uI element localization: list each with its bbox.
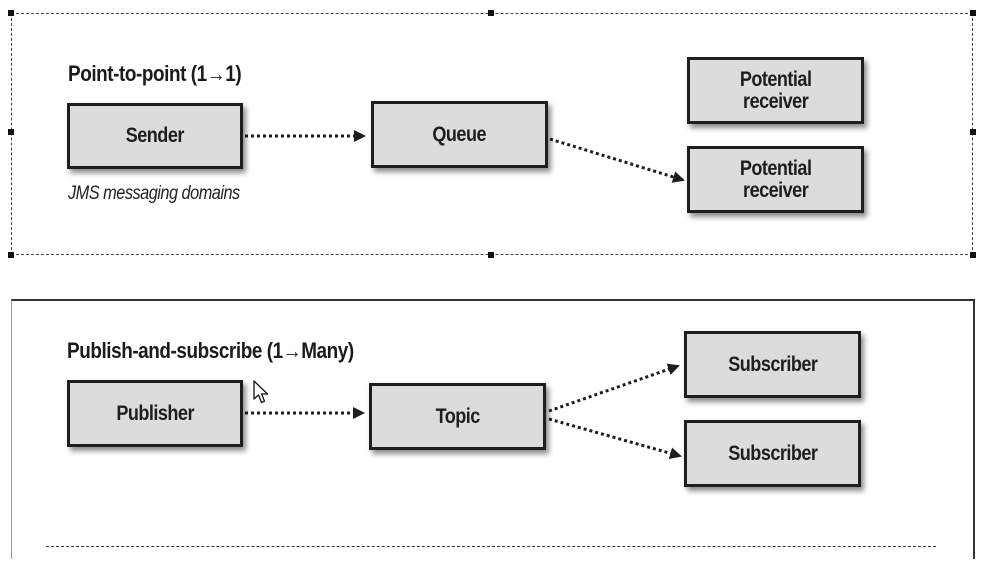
resize-handle-middle-right[interactable]	[970, 129, 976, 135]
bottom-divider	[46, 546, 936, 547]
potential-receiver-label-1: Potential receiver	[739, 67, 812, 113]
queue-box: Queue	[371, 101, 548, 168]
potential-receiver-label-2: Potential receiver	[739, 156, 812, 202]
subscriber-box-1: Subscriber	[684, 331, 861, 398]
resize-handle-bottom-center[interactable]	[488, 252, 494, 258]
resize-handle-bottom-right[interactable]	[970, 252, 976, 258]
publish-subscribe-panel	[11, 299, 975, 559]
potential-receiver-box-1: Potential receiver	[687, 57, 864, 124]
resize-handle-bottom-left[interactable]	[8, 252, 14, 258]
point-to-point-panel[interactable]	[8, 10, 976, 258]
arrow-topic-to-subscriber-1	[548, 363, 680, 413]
resize-handle-top-left[interactable]	[8, 10, 14, 16]
subscriber-label-2: Subscriber	[727, 441, 818, 465]
arrow-topic-to-subscriber-2	[548, 417, 682, 460]
arrow-queue-to-receiver	[549, 137, 685, 183]
publisher-label: Publisher	[116, 401, 194, 425]
point-to-point-title: Point-to-point (1→1)	[68, 61, 242, 86]
queue-label: Queue	[432, 122, 487, 146]
mouse-pointer-icon	[253, 380, 269, 404]
publisher-box: Publisher	[67, 380, 243, 447]
potential-receiver-box-2: Potential receiver	[687, 146, 864, 213]
topic-label: Topic	[435, 404, 480, 428]
resize-handle-top-center[interactable]	[488, 10, 494, 16]
subscriber-label-1: Subscriber	[727, 352, 818, 376]
resize-handle-top-right[interactable]	[970, 10, 976, 16]
subscriber-box-2: Subscriber	[684, 420, 861, 487]
sender-label: Sender	[125, 124, 185, 147]
topic-box: Topic	[369, 383, 546, 450]
publish-subscribe-title: Publish-and-subscribe (1→Many)	[67, 338, 354, 363]
jms-messaging-domains-caption: JMS messaging domains	[68, 183, 240, 204]
sender-box: Sender	[67, 103, 243, 169]
resize-handle-middle-left[interactable]	[8, 129, 14, 135]
